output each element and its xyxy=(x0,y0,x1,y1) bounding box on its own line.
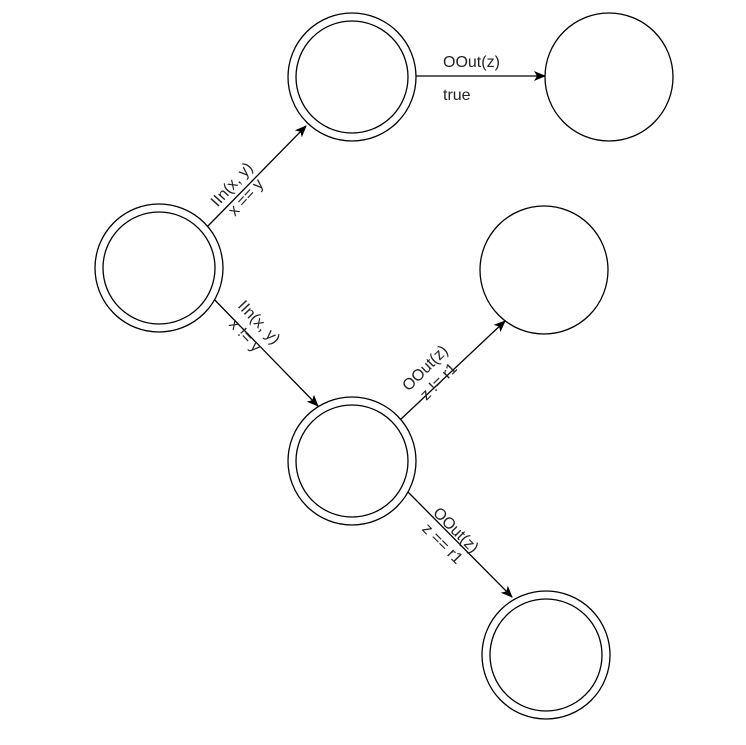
state-node-s1[interactable] xyxy=(287,12,417,142)
edge-s4-s5[interactable]: OOut(z) z == r1 xyxy=(407,491,513,598)
edge-s0-s1[interactable]: IIn(x, y) x == y xyxy=(205,125,307,229)
state-node-s4[interactable] xyxy=(287,396,417,526)
edge-s1-s2-action: OOut(z) xyxy=(443,54,500,71)
edge-s1-s2[interactable]: OOut(z) true xyxy=(416,54,546,104)
edge-s1-s2-guard: true xyxy=(443,87,471,104)
edge-s0-s4[interactable]: IIn(x, y) x != y xyxy=(207,292,319,407)
state-node-s0[interactable] xyxy=(94,203,224,333)
edge-s4-s3[interactable]: OOut(z) z != r1 xyxy=(399,320,506,421)
state-node-s2[interactable] xyxy=(544,12,674,142)
state-node-s3[interactable] xyxy=(479,205,609,335)
state-node-s5[interactable] xyxy=(481,590,611,720)
